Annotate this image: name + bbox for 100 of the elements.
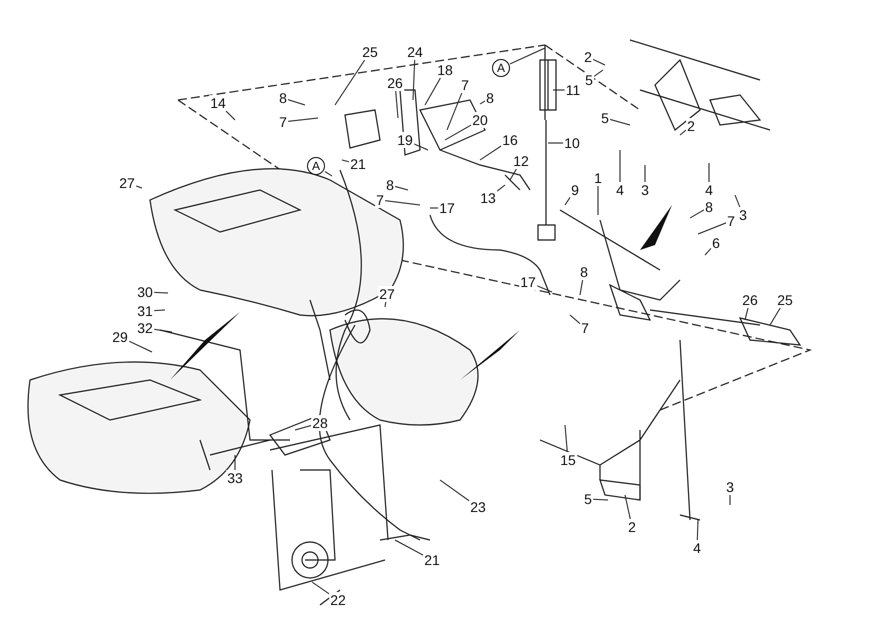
leader-line [424, 78, 441, 106]
callout-number: 33 [226, 470, 244, 486]
leader-line [580, 280, 584, 296]
callout-number: 13 [479, 190, 497, 206]
callout-number: 17 [438, 200, 456, 216]
leader-line [592, 498, 608, 500]
leader-line [384, 302, 386, 308]
leader-line [704, 248, 712, 256]
callout-number: 29 [111, 329, 129, 345]
callout-number: 22 [329, 592, 347, 608]
callout-number: 8 [385, 177, 395, 193]
leader-line [593, 70, 604, 77]
callout-number: 32 [136, 320, 154, 336]
callout-number: 4 [615, 182, 625, 198]
leader-line [287, 99, 306, 106]
leader-line [234, 454, 236, 470]
leader-line [294, 425, 312, 430]
leader-line [226, 110, 236, 120]
callout-number: 5 [583, 491, 593, 507]
callout-number: 7 [460, 77, 470, 93]
callout-number: 3 [640, 182, 650, 198]
leader-line [480, 145, 502, 160]
callout-number: 2 [686, 118, 696, 134]
callout-number: 19 [396, 132, 414, 148]
leader-line [412, 60, 416, 100]
callout-number: 15 [559, 452, 577, 468]
leader-line [496, 184, 506, 192]
callout-number: 7 [278, 114, 288, 130]
leader-line [570, 314, 581, 324]
callout-number: 7 [726, 213, 736, 229]
leader-line [744, 308, 748, 320]
leader-line [413, 143, 428, 150]
leader-line [690, 209, 705, 218]
leader-line [312, 582, 330, 594]
callout-number: 14 [209, 95, 227, 111]
callout-number: 4 [704, 182, 714, 198]
leader-line [384, 200, 420, 206]
leader-line [592, 58, 606, 66]
leader-line [708, 162, 710, 182]
leader-line [510, 168, 517, 180]
leader-line [548, 142, 564, 144]
callout-number: 23 [469, 499, 487, 515]
callout-number: 21 [423, 552, 441, 568]
leader-line [395, 90, 398, 118]
callout-number: 27 [118, 175, 136, 191]
leader-line [287, 118, 318, 122]
leader-line [324, 171, 332, 176]
callout-number: 31 [136, 303, 154, 319]
callout-number: 10 [563, 135, 581, 151]
leader-line [564, 196, 571, 206]
leader-line [536, 285, 552, 292]
leader-line [609, 118, 630, 126]
callout-number: 1 [593, 170, 603, 186]
callout-number: 8 [704, 199, 714, 215]
leader-line [510, 48, 546, 64]
leader-line [624, 494, 631, 520]
callout-number: 6 [711, 235, 721, 251]
leader-line [770, 308, 781, 326]
callout-number: 11 [564, 82, 582, 98]
callout-number: 5 [600, 110, 610, 126]
leader-line [153, 310, 166, 312]
leader-line [394, 186, 408, 190]
leader-line [698, 222, 727, 234]
callout-number: 24 [406, 44, 424, 60]
callout-number: 28 [311, 415, 329, 431]
callout-number: 9 [570, 182, 580, 198]
leader-line [696, 520, 698, 540]
leader-line [680, 130, 687, 136]
callout-number: 20 [471, 112, 489, 128]
callout-number: 25 [776, 292, 794, 308]
callout-number: 12 [512, 153, 530, 169]
leader-line [446, 92, 462, 130]
callout-number: 8 [485, 90, 495, 106]
callout-number: 2 [627, 519, 637, 535]
callout-number: 17 [519, 274, 537, 290]
circled-letter: A [492, 59, 510, 77]
leader-line [128, 340, 152, 352]
callout-number: 25 [361, 44, 379, 60]
callout-number: 27 [378, 286, 396, 302]
leader-line [153, 292, 168, 294]
leader-line [135, 185, 142, 188]
leader-line [440, 480, 470, 502]
callout-number: 5 [584, 72, 594, 88]
circled-letter: A [307, 157, 325, 175]
callout-number: 7 [375, 192, 385, 208]
leader-line [334, 60, 366, 106]
callout-number: 30 [136, 284, 154, 300]
callout-number: 3 [738, 207, 748, 223]
leader-line [734, 194, 740, 208]
callout-number: 4 [692, 540, 702, 556]
callout-number: 18 [436, 62, 454, 78]
callout-number: 26 [741, 292, 759, 308]
leader-line [342, 160, 350, 162]
callout-number: 3 [725, 479, 735, 495]
leader-line [444, 124, 472, 140]
leader-line [644, 164, 646, 182]
leader-line [480, 100, 486, 104]
leader-line [564, 424, 568, 452]
callout-number: 21 [349, 156, 367, 172]
callout-number: 26 [386, 75, 404, 91]
